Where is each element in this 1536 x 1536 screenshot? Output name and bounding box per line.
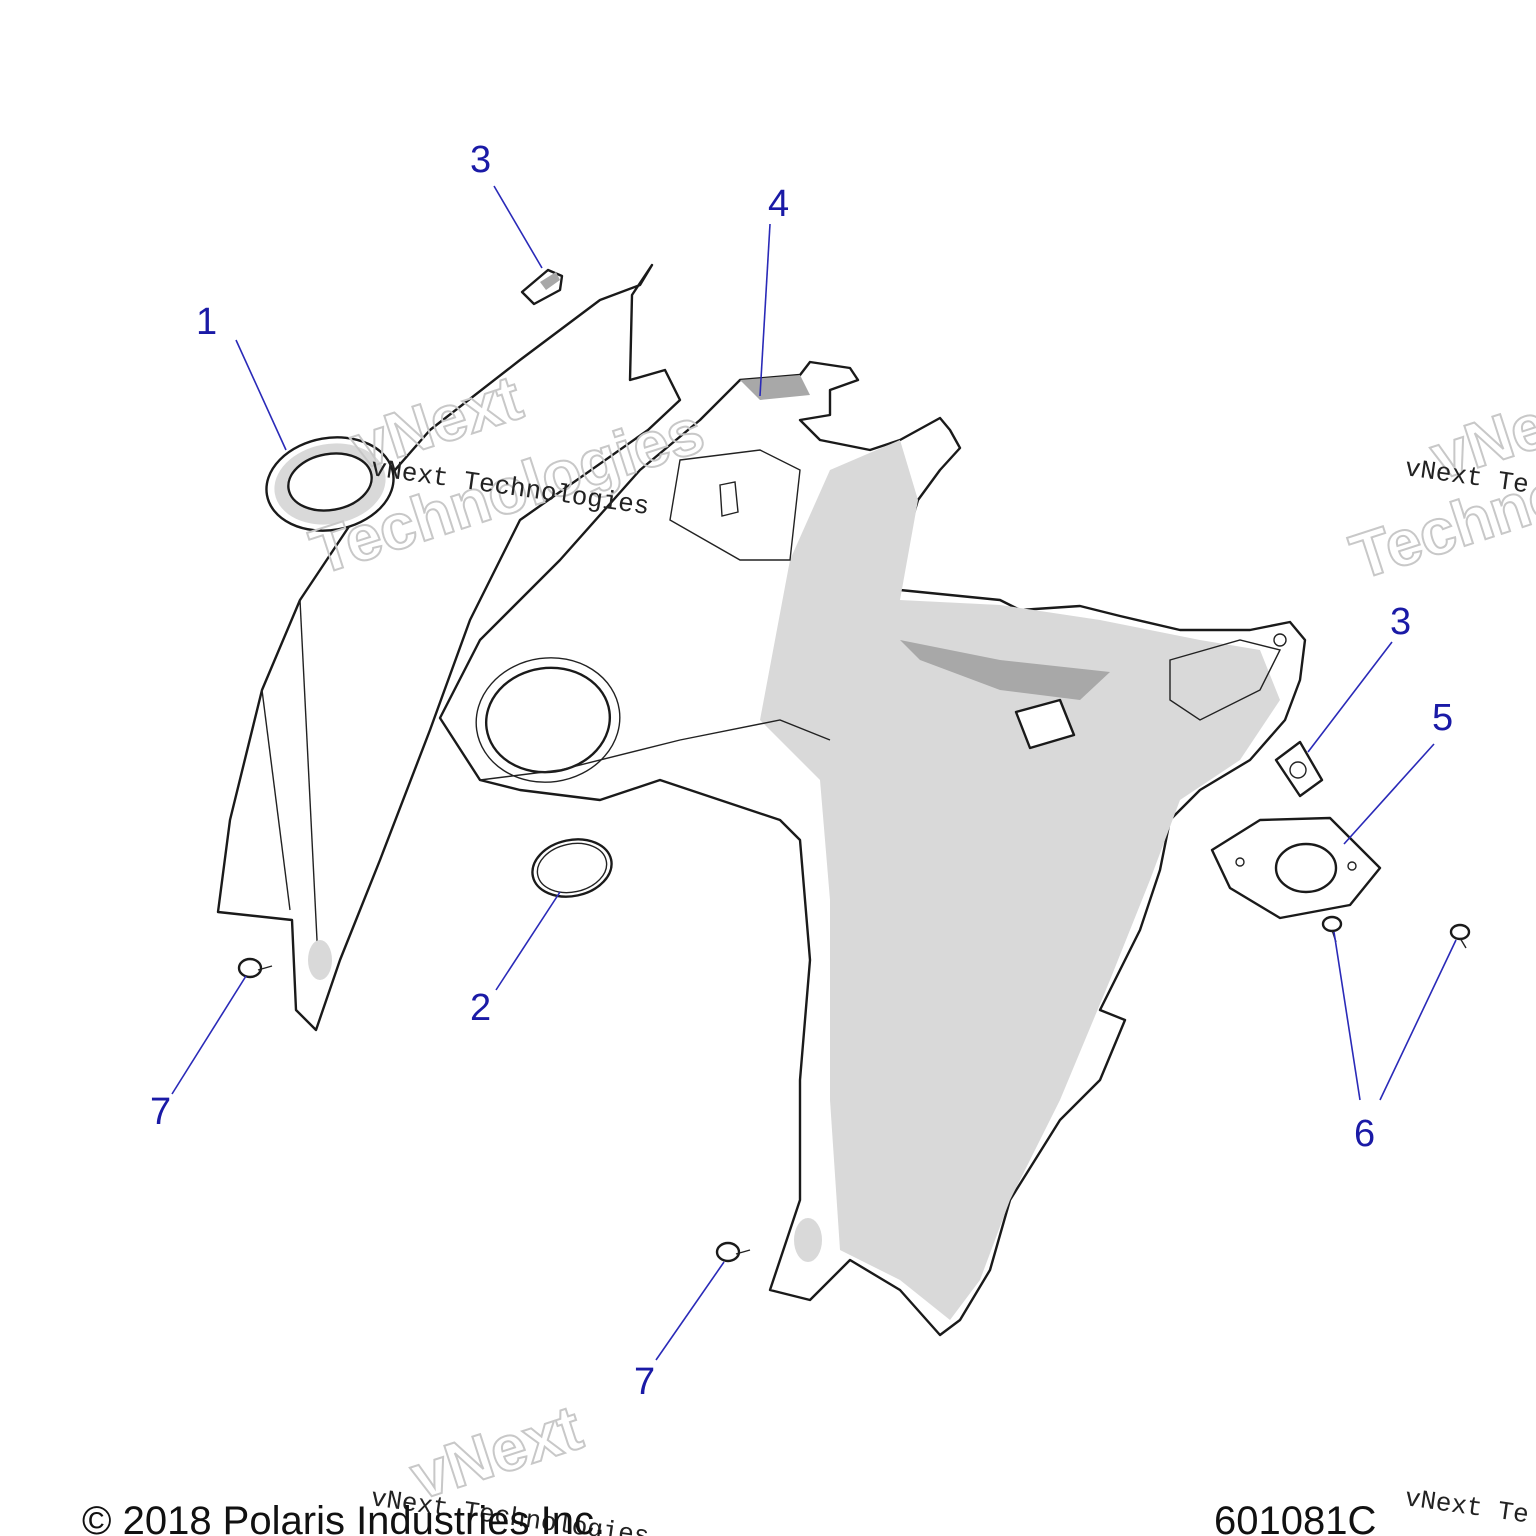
- main-body-panel: [438, 360, 1307, 1337]
- clip-part-3-top: [520, 268, 564, 306]
- screw-part-6-b: [1449, 923, 1471, 949]
- figure-id: 601081C: [1214, 1499, 1376, 1536]
- callouts: 1 3 4 2 3 5 6 7 7: [150, 139, 1453, 1403]
- callout-3-right: 3: [1390, 601, 1411, 643]
- copyright-text: © 2018 Polaris Industries Inc.: [82, 1499, 605, 1536]
- watermark-line-bottom-right: vNext Te: [1403, 1483, 1531, 1530]
- o-ring-part-2: [531, 838, 613, 898]
- callout-3-top: 3: [470, 139, 491, 181]
- callout-6: 6: [1354, 1113, 1375, 1155]
- leader-lines: [171, 185, 1457, 1361]
- callout-7-bottom: 7: [634, 1361, 655, 1403]
- callout-1: 1: [196, 301, 217, 343]
- callout-2: 2: [470, 987, 491, 1029]
- grommet-part-1: [265, 436, 395, 532]
- clip-part-3-right: [1274, 740, 1324, 798]
- callout-5: 5: [1432, 697, 1453, 739]
- rivet-part-7-bottom: [715, 1241, 751, 1263]
- footer: © 2018 Polaris Industries Inc. 601081C: [82, 1499, 1376, 1536]
- callout-7-left: 7: [150, 1091, 171, 1133]
- rivet-part-7-left: [237, 957, 273, 979]
- screw-part-6-a: [1321, 915, 1343, 943]
- plate-part-5: [1210, 816, 1382, 920]
- callout-4: 4: [768, 183, 789, 225]
